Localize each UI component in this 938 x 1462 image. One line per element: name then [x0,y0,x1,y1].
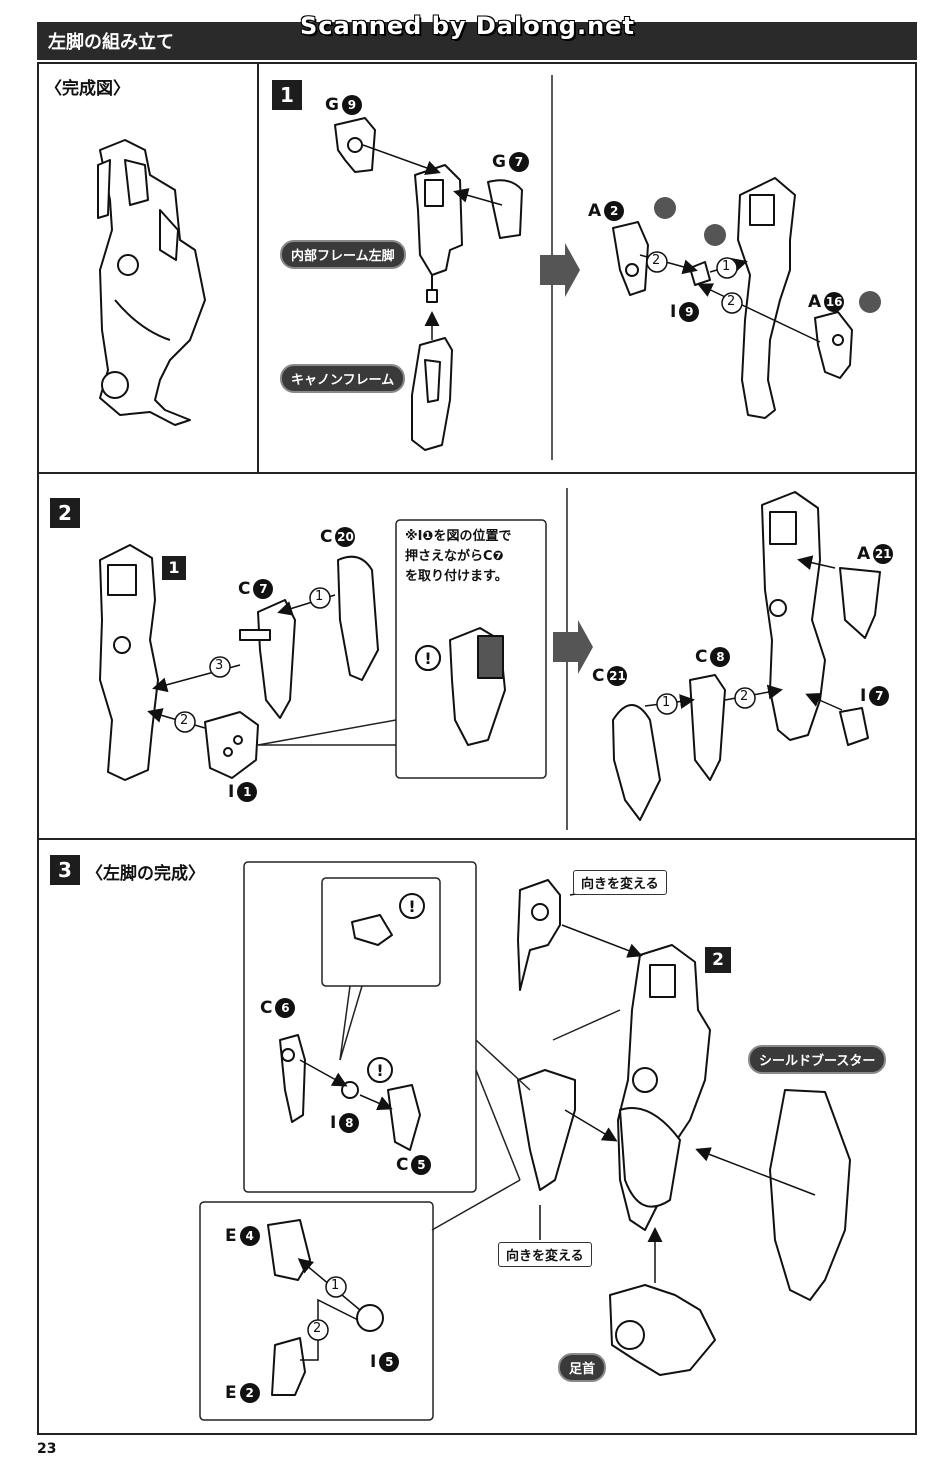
note-line: ※I❶を図の位置で [405,529,512,544]
assembly-note: ※I❶を図の位置で 押さえながらC❼ を取り付けます。 [405,527,511,587]
shield-booster-label: シールドブースター [748,1045,887,1074]
step2-result-drawing [612,491,881,821]
order-step-label: 3 [215,658,224,673]
page-title: 左脚の組み立て [48,32,174,53]
step3-subassembly-box-2 [199,1201,434,1421]
page-number: 23 [37,1441,57,1457]
exclamation-icon: ! [408,897,415,916]
step1-frame-drawing [334,117,523,451]
exclamation-icon: ! [376,1061,383,1080]
ankle-label: 足首 [558,1353,607,1382]
step2-left-drawing [99,544,379,781]
step3-detail-box [321,877,441,987]
order-step-label: 1 [331,1278,340,1293]
step2-result-arrow [553,620,593,674]
step2-badge: 2 [50,498,80,528]
step3-panel [37,838,917,1435]
order-step-label: 1 [662,695,671,710]
step1-result-drawing [612,177,853,419]
step3-main-drawing [267,879,851,1396]
order-step-label: 2 [180,713,189,728]
exclamation-icon: ! [424,649,431,668]
note-line: を取り付けます。 [405,569,508,584]
note-line: 押さえながらC❼ [405,549,504,564]
step2-callout-box [395,519,547,779]
cannon-frame-label: キャノンフレーム [280,364,406,393]
watermark-text: Scanned by Dalong.net [300,12,635,40]
completed-label: 〈完成図〉 [45,79,130,99]
order-step-label: 1 [315,589,324,604]
step3-badge: 3 [50,855,80,885]
order-step-label: 2 [727,294,736,309]
change-direction-label-top: 向きを変える [573,870,667,895]
order-step-label: 2 [652,253,661,268]
order-step-label: 1 [722,259,731,274]
step3-title: 〈左脚の完成〉 [86,864,205,884]
header-bar [37,22,917,60]
ref-step1-badge: 1 [162,556,186,580]
step1-result-arrow [540,243,580,297]
change-direction-label-bottom: 向きを変える [498,1242,592,1267]
order-step-label: 2 [740,689,749,704]
completed-leg-drawing [97,139,206,426]
inner-frame-label: 内部フレーム左脚 [280,240,406,269]
ref-step2-badge: 2 [705,947,731,973]
step3-subassembly-box [243,861,477,1193]
order-step-label: 2 [313,1321,322,1336]
step1-badge: 1 [272,80,302,110]
